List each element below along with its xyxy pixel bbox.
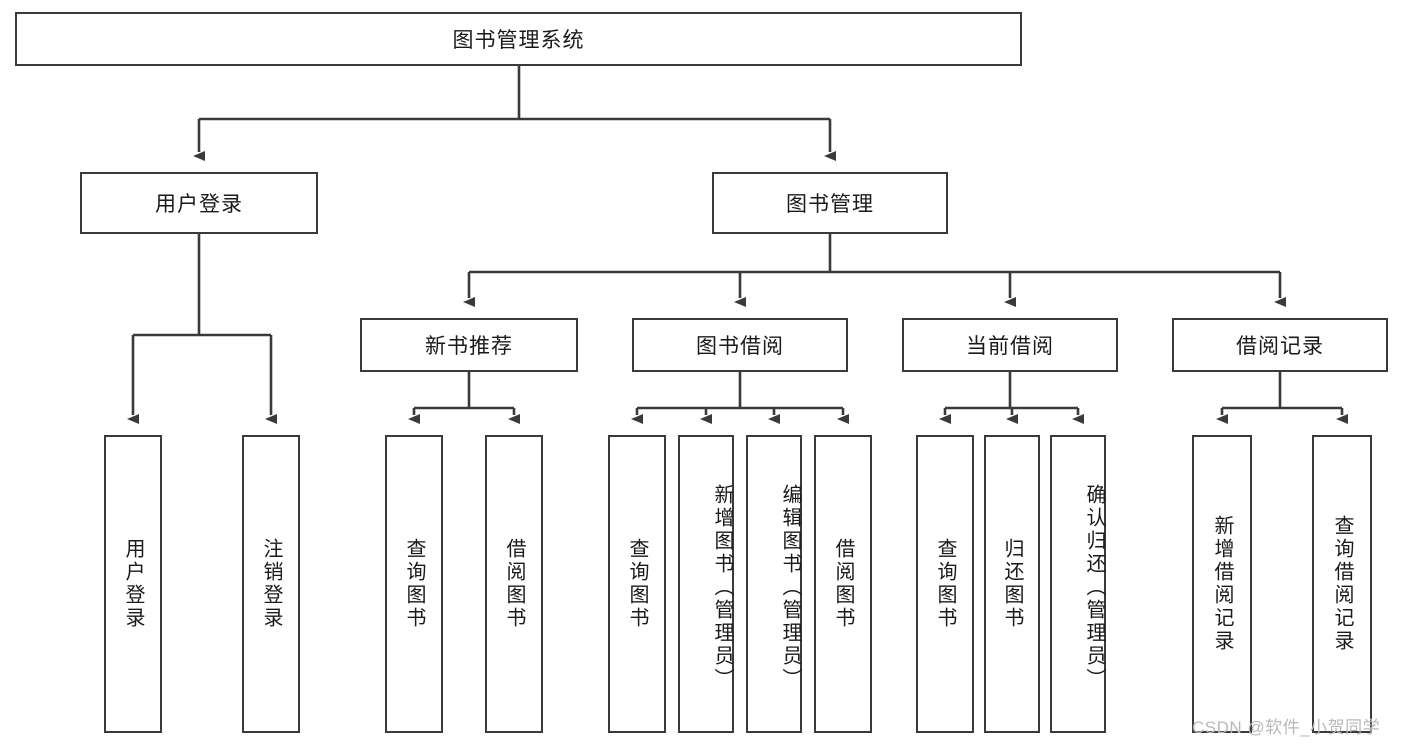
leaf-query-borrow-record[interactable]: 查询借阅记录 (1312, 435, 1372, 733)
leaf-query-book-borrow[interactable]: 查询图书 (608, 435, 666, 733)
leaf-add-book-admin[interactable]: 新增图书（管理员） (678, 435, 734, 733)
leaf-user-login[interactable]: 用户登录 (104, 435, 162, 733)
watermark: CSDN @软件_小贺同学 (1192, 718, 1381, 737)
node-new-book-recommend[interactable]: 新书推荐 (360, 318, 578, 372)
leaf-borrow-book[interactable]: 借阅图书 (814, 435, 872, 733)
leaf-query-book-newbook[interactable]: 查询图书 (385, 435, 443, 733)
node-book-borrow[interactable]: 图书借阅 (632, 318, 848, 372)
leaf-edit-book-admin[interactable]: 编辑图书（管理员） (746, 435, 802, 733)
leaf-return-book[interactable]: 归还图书 (984, 435, 1040, 733)
node-current-borrow[interactable]: 当前借阅 (902, 318, 1118, 372)
node-book-management[interactable]: 图书管理 (712, 172, 948, 234)
leaf-query-book-current[interactable]: 查询图书 (916, 435, 974, 733)
leaf-confirm-return-admin[interactable]: 确认归还（管理员） (1050, 435, 1106, 733)
node-user-login[interactable]: 用户登录 (80, 172, 318, 234)
node-root[interactable]: 图书管理系统 (15, 12, 1022, 66)
leaf-logout-login[interactable]: 注销登录 (242, 435, 300, 733)
leaf-borrow-book-newbook[interactable]: 借阅图书 (485, 435, 543, 733)
node-borrow-record[interactable]: 借阅记录 (1172, 318, 1388, 372)
leaf-add-borrow-record[interactable]: 新增借阅记录 (1192, 435, 1252, 733)
